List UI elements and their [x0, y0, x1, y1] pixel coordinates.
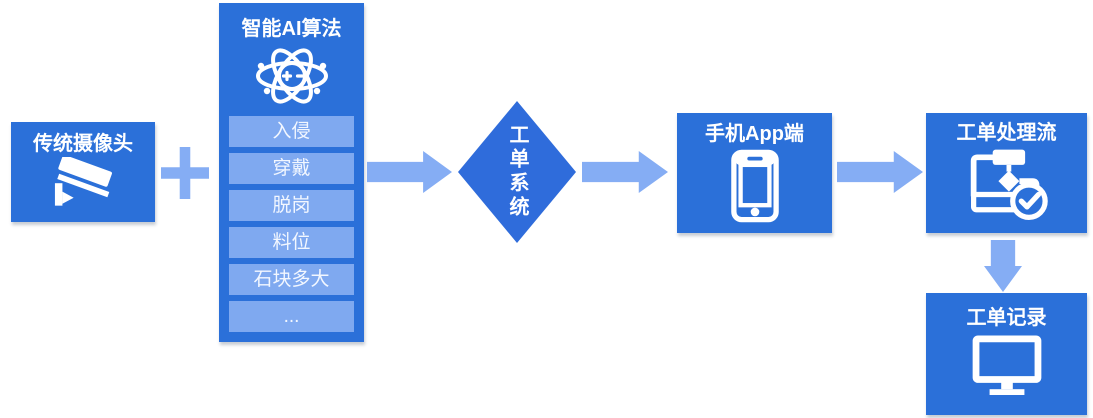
flowchart-check-icon	[926, 146, 1087, 222]
ai-capability-item: 穿戴	[229, 153, 354, 184]
arrow-right-icon	[837, 151, 923, 193]
node-ai-algorithm: 智能AI算法 入侵 穿戴 脱岗 料位 石块多大 ...	[219, 3, 364, 342]
node-title: 工单处理流	[956, 122, 1057, 144]
ai-capability-item: ...	[229, 301, 354, 332]
node-work-order-system: 工单系统	[458, 101, 576, 243]
node-title: 工单记录	[966, 307, 1047, 329]
ai-capability-item: 石块多大	[229, 264, 354, 295]
node-traditional-camera: 传统摄像头	[11, 122, 155, 222]
ai-capability-item: 脱岗	[229, 190, 354, 221]
plus-icon	[161, 147, 209, 199]
smartphone-icon	[677, 149, 832, 223]
monitor-icon	[926, 335, 1087, 395]
node-title: 手机App端	[705, 123, 804, 145]
cctv-camera-icon	[11, 157, 155, 215]
node-work-order-record: 工单记录	[926, 293, 1087, 415]
arrow-right-icon	[582, 151, 668, 193]
arrow-down-icon	[984, 240, 1022, 292]
node-title: 传统摄像头	[33, 133, 133, 155]
ai-capability-item: 料位	[229, 227, 354, 258]
node-mobile-app: 手机App端	[677, 113, 832, 233]
atom-ai-icon	[219, 45, 364, 107]
node-work-order-flow: 工单处理流	[926, 113, 1087, 233]
node-title: 工单系统	[506, 124, 528, 220]
ai-capability-list: 入侵 穿戴 脱岗 料位 石块多大 ...	[229, 116, 354, 332]
ai-capability-item: 入侵	[229, 116, 354, 147]
node-title: 智能AI算法	[241, 18, 342, 40]
arrow-right-icon	[367, 151, 452, 193]
